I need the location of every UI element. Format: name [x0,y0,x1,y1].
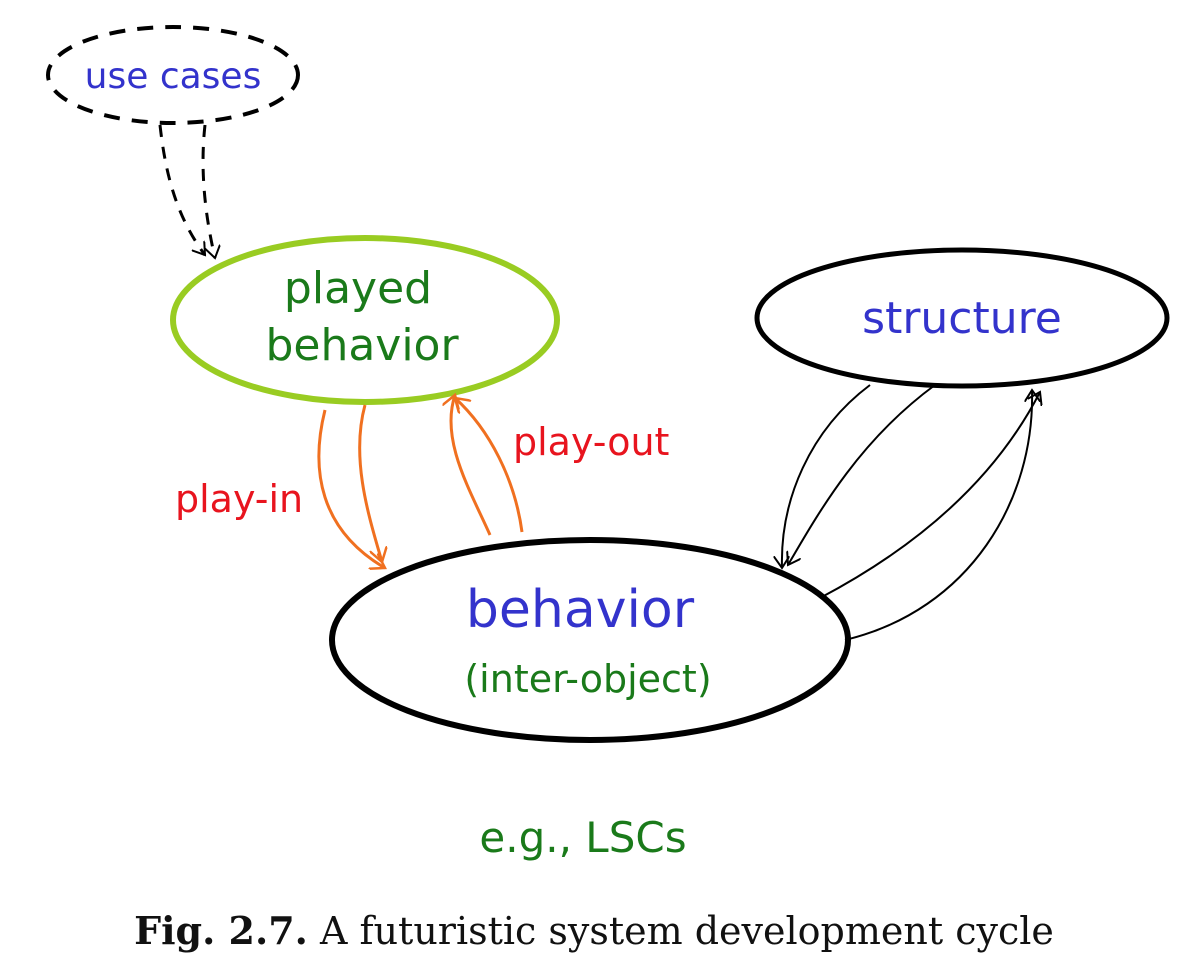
played-behavior-line1: played [284,263,432,314]
structure-label: structure [862,293,1062,344]
structure-node: structure [754,247,1170,389]
play-in-label: play-in [175,477,303,521]
figure-number: Fig. 2.7. [134,908,308,953]
figure-caption-text: A futuristic system development cycle [319,909,1054,953]
use-cases-label: use cases [85,56,262,97]
play-out-arrows [451,395,524,536]
played-behavior-node: played behavior [170,235,560,405]
play-out-label: play-out [513,420,669,464]
use-cases-to-played-arrows [158,124,215,258]
behavior-sublabel: (inter-object) [464,657,711,701]
played-behavior-line2: behavior [265,320,459,371]
behavior-label: behavior [466,580,695,640]
diagram-canvas: use cases played behavior structure beha… [46,25,1170,862]
behavior-structure-arrows [782,384,1040,641]
example-note: e.g., LSCs [479,813,686,862]
behavior-node: behavior (inter-object) [329,537,851,743]
figure-caption: Fig. 2.7. A futuristic system developmen… [0,908,1188,953]
use-cases-node: use cases [46,25,300,125]
play-in-arrows [317,404,385,568]
